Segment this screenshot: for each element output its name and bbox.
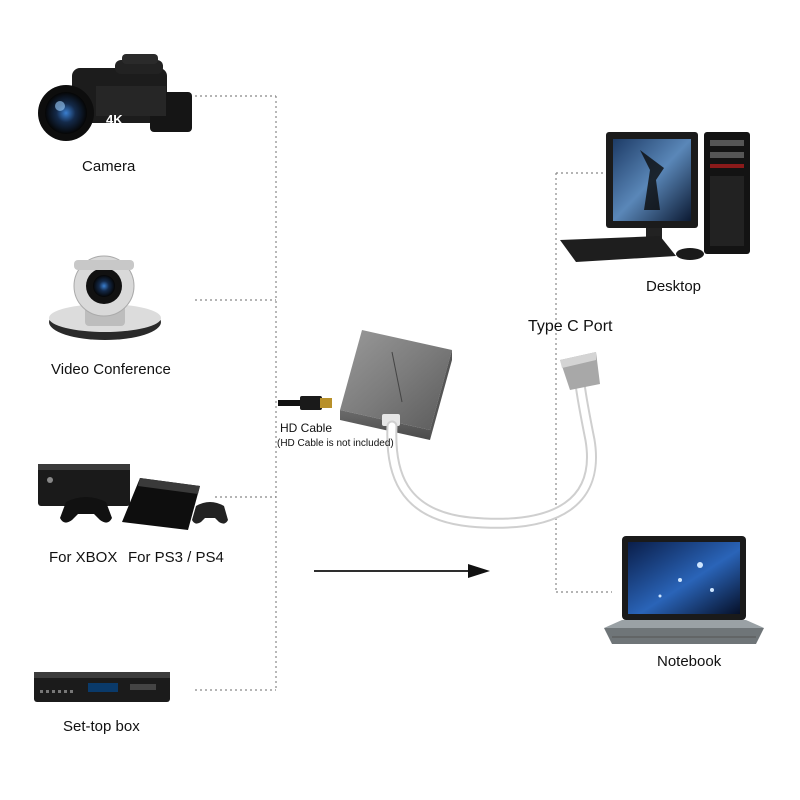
camera-label: Camera (82, 158, 136, 175)
video-conference-icon (49, 255, 161, 340)
desktop-label: Desktop (646, 278, 702, 295)
direction-arrow-icon (314, 564, 490, 578)
xbox-controller-icon (60, 497, 112, 523)
hd-cable-label: HD Cable (280, 421, 333, 435)
ps-console-icon (122, 478, 200, 530)
xbox-label: For XBOX (49, 549, 118, 566)
xbox-console-icon (38, 464, 130, 506)
ps-label: For PS3 / PS4 (128, 549, 224, 566)
ps-controller-icon (192, 502, 228, 524)
capture-device-icon (340, 330, 452, 440)
set-top-box-label: Set-top box (63, 718, 140, 735)
hd-cable-note: (HD Cable is not included) (277, 438, 394, 449)
hdmi-plug-icon (278, 396, 332, 410)
desktop-computer-icon (560, 132, 750, 262)
usb-cable-icon (386, 352, 600, 529)
notebook-label: Notebook (657, 653, 722, 670)
video-conference-label: Video Conference (51, 361, 171, 378)
right-connector-lines (555, 172, 612, 593)
camera-badge: 4K (106, 112, 123, 127)
set-top-box-icon (34, 672, 170, 702)
camera-icon (38, 54, 192, 141)
notebook-computer-icon (604, 536, 764, 644)
type-c-port-label: Type C Port (528, 318, 613, 335)
left-connector-lines (195, 95, 277, 691)
